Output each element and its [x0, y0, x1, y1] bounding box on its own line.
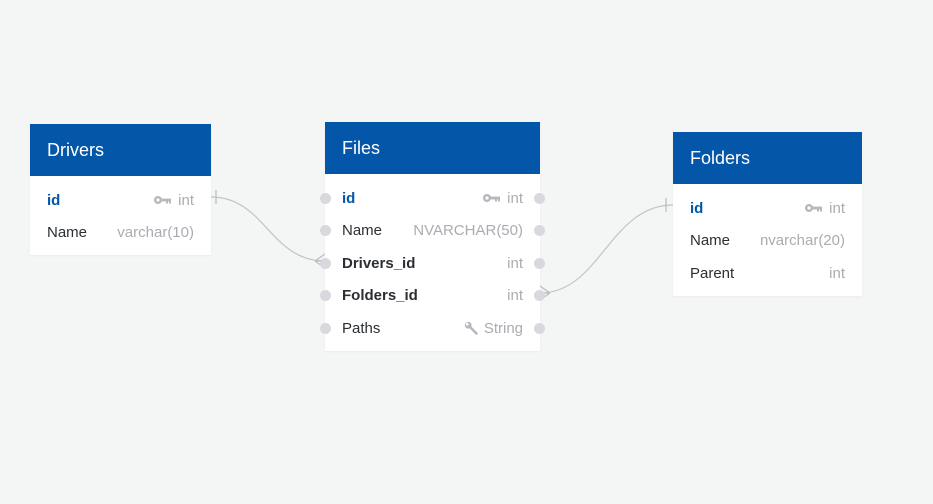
table-drivers[interactable]: Drivers id int Name varchar(10): [30, 124, 211, 255]
key-icon: [482, 193, 501, 203]
column-type-cell: int: [482, 190, 523, 207]
column-type: NVARCHAR(50): [413, 222, 523, 240]
connector-handle[interactable]: [534, 322, 545, 334]
column-row[interactable]: Name nvarchar(20): [673, 225, 862, 258]
link-drivers-files: [210, 196, 326, 262]
column-row[interactable]: Paths String: [320, 312, 545, 345]
connector-handle[interactable]: [320, 257, 331, 269]
column-list: id int Name nvarchar(20) Parent int: [673, 184, 862, 296]
connector-handle[interactable]: [534, 192, 545, 204]
column-name: Paths: [342, 319, 381, 337]
column-type: int: [178, 191, 194, 209]
column-row[interactable]: Parent int: [673, 257, 862, 290]
column-row[interactable]: id int: [30, 184, 211, 217]
column-list: id int Name NVARCHAR(50) Drivers_id int: [320, 174, 545, 351]
table-header[interactable]: Files: [325, 122, 540, 174]
connector-handle[interactable]: [534, 290, 545, 302]
connector-handle[interactable]: [320, 225, 331, 237]
column-name: id: [342, 189, 356, 207]
wrench-icon: [464, 321, 478, 336]
column-type: int: [507, 287, 523, 305]
column-name: Name: [342, 222, 383, 240]
column-row[interactable]: Name NVARCHAR(50): [320, 215, 545, 248]
connector-handle[interactable]: [320, 322, 331, 334]
column-name: Drivers_id: [342, 254, 416, 272]
column-name: Name: [47, 224, 88, 242]
connector-handle[interactable]: [534, 225, 545, 237]
column-type-cell: int: [804, 200, 845, 217]
table-files[interactable]: Files id int Name NVARCHAR(50): [320, 122, 545, 351]
column-name: Name: [690, 232, 731, 250]
column-type: String: [483, 319, 523, 337]
column-row[interactable]: Folders_id int: [320, 280, 545, 313]
column-type: int: [829, 264, 845, 282]
column-name: id: [690, 199, 704, 217]
table-title: Drivers: [47, 139, 104, 160]
table-folders[interactable]: Folders id int Name nvarchar(20) Parent …: [673, 132, 862, 296]
key-icon: [804, 203, 823, 213]
link-folders-files: [539, 204, 674, 294]
column-type: int: [507, 189, 523, 207]
column-type: int: [507, 254, 523, 272]
column-type: varchar(10): [117, 224, 194, 242]
column-type: nvarchar(20): [759, 232, 845, 250]
key-icon: [153, 195, 172, 205]
table-title: Folders: [690, 147, 751, 168]
column-type-cell: int: [153, 192, 194, 209]
column-list: id int Name varchar(10): [30, 176, 211, 255]
column-row[interactable]: Drivers_id int: [320, 247, 545, 280]
column-name: id: [47, 191, 61, 209]
column-name: Parent: [690, 264, 735, 282]
column-row[interactable]: id int: [673, 192, 862, 225]
column-type: int: [829, 199, 845, 217]
connector-handle[interactable]: [320, 290, 331, 302]
column-row[interactable]: id int: [320, 182, 545, 215]
connector-handle[interactable]: [534, 257, 545, 269]
table-header[interactable]: Folders: [673, 132, 862, 184]
column-name: Folders_id: [342, 287, 418, 305]
column-row[interactable]: Name varchar(10): [30, 217, 211, 250]
table-title: Files: [342, 137, 381, 158]
column-type-cell: String: [464, 320, 523, 337]
table-header[interactable]: Drivers: [30, 124, 211, 176]
connector-handle[interactable]: [320, 192, 331, 204]
